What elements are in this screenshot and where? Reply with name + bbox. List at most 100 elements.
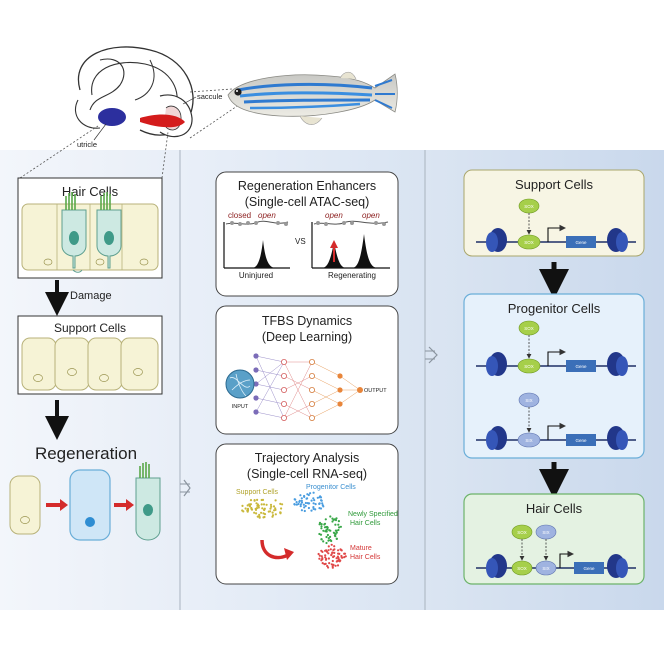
support-cell-point — [249, 499, 253, 502]
support-cell-point — [273, 509, 276, 512]
support-cell-point — [258, 513, 261, 517]
atac-regenerating-plot — [311, 220, 390, 269]
support-cell-point — [279, 502, 282, 505]
progenitor-cell-point — [318, 507, 321, 510]
progenitor-cell-point — [320, 499, 323, 502]
progenitor-cell-point — [307, 493, 310, 497]
sox-label-4: SOX — [524, 364, 534, 369]
progenitor-cell-point — [309, 492, 312, 495]
gene-label-2: Gene — [575, 364, 587, 369]
newly-specified-cell-point — [333, 534, 336, 537]
utricle-label: utricle — [77, 140, 97, 149]
progenitor-cell-point — [321, 504, 324, 507]
zebrafish-illustration — [227, 71, 398, 125]
newly-specified-cell-point — [329, 539, 332, 542]
panel-arrow-2-stem — [425, 350, 435, 360]
support-cell-point — [269, 507, 272, 510]
panel-arrow-1-stem — [180, 483, 190, 493]
progenitor-cell-point — [304, 501, 307, 505]
hair-cells-grn-diagram — [476, 524, 636, 578]
mature-cell-point — [332, 563, 335, 567]
newly-specified-cell-point — [325, 535, 328, 539]
support-cell-point — [267, 510, 270, 513]
mature-cell-point — [327, 545, 330, 548]
progenitor-cell-point — [314, 508, 317, 511]
support-cell-point — [256, 498, 259, 501]
newly-specified-cell-point — [327, 539, 330, 542]
atac-uninjured-plot — [223, 220, 290, 269]
support-cell-point — [263, 515, 266, 519]
support-cells-title: Support Cells — [54, 321, 126, 335]
support-cell-point — [254, 508, 258, 511]
support-cell-point — [250, 507, 253, 510]
utricle-shape — [98, 108, 126, 126]
newly-specified-cell-point — [329, 529, 332, 532]
progenitor-cell-point — [312, 502, 315, 505]
regeneration-label: Regeneration — [35, 444, 137, 463]
progenitor-cell-point — [312, 491, 315, 494]
support-cells-grn-diagram — [476, 198, 636, 252]
regeneration-sequence — [9, 462, 161, 541]
newly-specified-cell-point — [335, 531, 338, 534]
neural-network-diagram — [253, 353, 363, 421]
support-cell-point — [269, 503, 273, 506]
mature-cell-point — [330, 553, 333, 556]
progenitor-sox-diagram — [476, 320, 636, 376]
newly-specified-cell-point — [324, 518, 327, 521]
umap-mature-label-1: Mature — [350, 545, 372, 552]
six-label-1: SIX — [525, 398, 532, 403]
progenitor-cell-point — [316, 496, 319, 499]
newly-specified-cell-point — [325, 525, 328, 529]
support-cells-grn-box — [463, 169, 645, 257]
support-cell-point — [253, 499, 256, 502]
sox-label-1: SOX — [524, 204, 534, 209]
newly-specified-cell-point — [320, 538, 323, 541]
umap-mature-label-2: Hair Cells — [350, 554, 381, 561]
support-cells-grn-title: Support Cells — [515, 177, 594, 192]
mature-cell-point — [333, 545, 336, 548]
support-cell-point — [272, 505, 276, 508]
input-label: INPUT — [232, 404, 249, 410]
mature-cell-point — [341, 556, 344, 559]
support-cell-point — [274, 499, 277, 502]
progenitor-cell-point — [300, 509, 303, 512]
support-cell-point — [279, 512, 282, 515]
support-cell-point — [265, 503, 268, 506]
mature-cell-point — [329, 548, 332, 551]
newly-specified-cell-point — [320, 525, 323, 528]
mature-cell-point — [335, 557, 338, 560]
mature-cell-point — [336, 564, 340, 567]
support-cell-point — [257, 506, 260, 509]
progenitor-cell-point — [299, 503, 302, 506]
mature-cell-point — [339, 559, 342, 562]
support-cell-point — [280, 507, 283, 510]
progenitor-cell-point — [314, 503, 317, 506]
support-cell-point — [274, 513, 277, 516]
support-cell-point — [271, 511, 274, 514]
enhancers-title-1: Regeneration Enhancers — [238, 179, 376, 193]
mature-cell-point — [333, 551, 336, 555]
progenitor-cell-point — [318, 502, 321, 505]
newly-specified-cell-point — [335, 537, 338, 540]
support-cell-point — [244, 507, 247, 510]
progenitor-cell-point — [306, 502, 309, 505]
progenitor-cell-point — [313, 499, 316, 502]
newly-specified-cell-point — [320, 523, 323, 526]
newly-specified-cell-point — [325, 541, 328, 545]
utricle-pointer — [93, 123, 107, 141]
newly-specified-cell-point — [338, 526, 341, 529]
mature-cell-point — [331, 551, 334, 554]
support-cell-point — [241, 504, 244, 507]
trajectory-box — [215, 443, 399, 585]
progenitor-cell-point — [312, 506, 315, 509]
hair-cells-grn-title: Hair Cells — [526, 501, 583, 516]
support-cell-point — [256, 515, 259, 518]
progenitor-cell-point — [310, 499, 313, 502]
newly-specified-cell-point — [323, 522, 327, 525]
progenitor-cell-point — [293, 498, 296, 501]
enhancers-title-2: (Single-cell ATAC-seq) — [245, 195, 370, 209]
support-cell-point — [270, 505, 273, 508]
mature-cell-point — [317, 552, 320, 556]
mature-cell-point — [336, 555, 339, 558]
